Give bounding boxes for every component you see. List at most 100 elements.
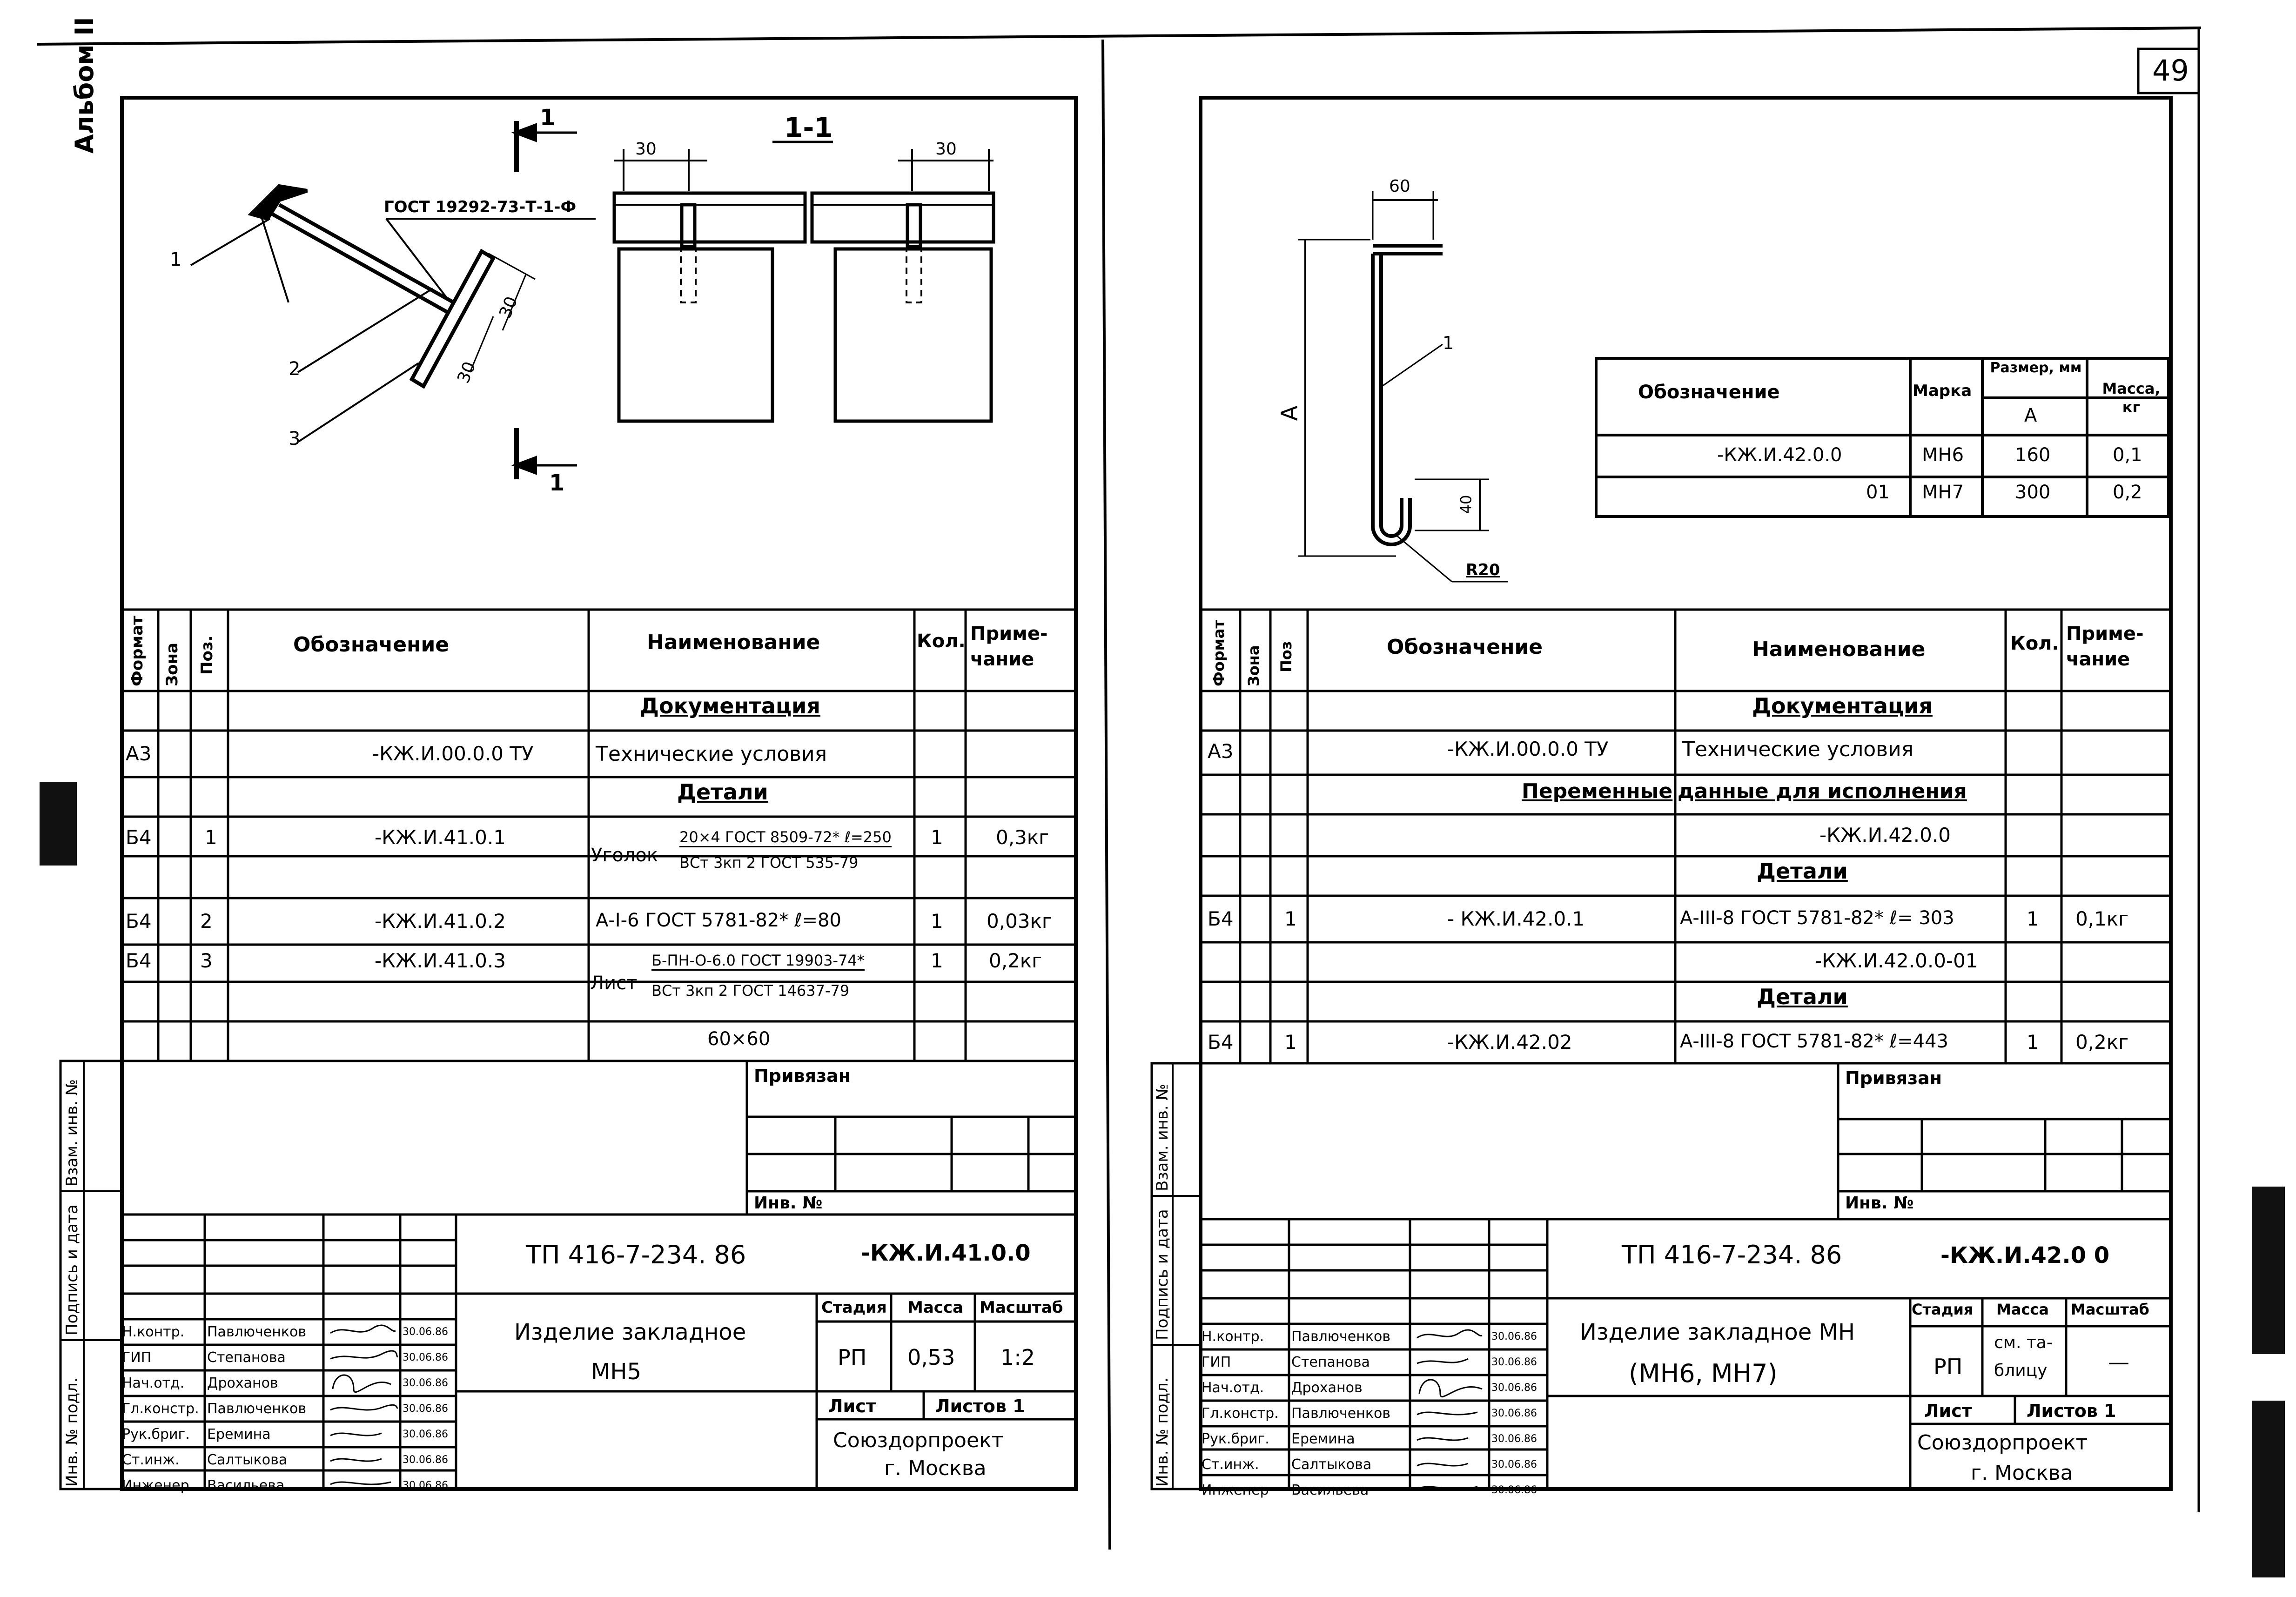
bound-label: Привязан [754, 1066, 851, 1086]
left-stamp-grid [122, 1061, 1076, 1489]
side-stamp-signature: Подпись и дата [63, 1204, 81, 1335]
scan-artifact [2252, 1401, 2285, 1577]
sign-date: 30.06.86 [1491, 1331, 1537, 1342]
role: Н.контр. [122, 1324, 185, 1340]
var-row1-mark: МН6 [1922, 444, 1964, 466]
hdr-designation: Обозначение [293, 633, 450, 657]
r-bound-label: Привязан [1845, 1068, 1942, 1088]
role: ГИП [122, 1349, 152, 1366]
r-row5-designation: -КЖ.И.42.02 [1447, 1031, 1572, 1053]
sign-date: 30.06.86 [1491, 1484, 1537, 1496]
r-mass-line1: см. та- [1994, 1333, 2053, 1352]
var-row1-mass: 0,1 [2113, 444, 2142, 466]
page-number-box [2137, 47, 2200, 94]
hdr-zone: Зона [163, 643, 181, 686]
role: Нач.отд. [1202, 1380, 1264, 1396]
role: Рук.бриг. [122, 1426, 190, 1443]
left-signatures [330, 1324, 399, 1485]
row4-name-top: Б-ПН-О-6.0 ГОСТ 19903-74* [651, 952, 865, 971]
right-dates: 30.06.86 30.06.86 30.06.86 30.06.86 30.0… [1491, 1324, 1547, 1503]
right-stamp-grid [1201, 1063, 2171, 1489]
right-sheet-frame [1199, 96, 2173, 1491]
right-part-drawing [1298, 191, 1508, 583]
page-number: 49 [2152, 54, 2189, 87]
left-side-stamp [59, 1060, 123, 1490]
r-mass-label: Масса [1996, 1301, 2049, 1318]
row3-name: А-I-6 ГОСТ 5781-82* ℓ=80 [596, 910, 841, 931]
row3-qty: 1 [931, 910, 943, 933]
sign-date: 30.06.86 [403, 1429, 448, 1440]
role: Инженер [122, 1477, 189, 1494]
signature [332, 1374, 391, 1393]
var-row2-mark: МН7 [1922, 482, 1964, 503]
sign-date: 30.06.86 [403, 1326, 448, 1338]
stage-value: РП [838, 1345, 867, 1370]
r-ref-2: -КЖ.И.42.0.0-01 [1815, 949, 1978, 972]
sign-date: 30.06.86 [1491, 1382, 1537, 1394]
row4-pos: 3 [200, 949, 213, 972]
org-city: г. Москва [884, 1456, 987, 1480]
top-border [37, 27, 2202, 46]
role: Гл.констр. [1202, 1405, 1279, 1422]
center-fold-line [1101, 39, 1111, 1550]
sign-date: 30.06.86 [1491, 1459, 1537, 1470]
r-hdr-format: Формат [1210, 620, 1228, 686]
title-line1: Изделие закладное [514, 1319, 746, 1345]
person-name: Еремина [207, 1426, 271, 1443]
row2-designation: -КЖ.И.41.0.1 [375, 826, 506, 849]
r-row5-format: Б4 [1208, 1031, 1234, 1053]
person-name: Дроханов [207, 1375, 278, 1391]
r-hdr-name: Наименование [1752, 637, 1926, 661]
r-scale-label: Масштаб [2071, 1301, 2149, 1318]
person-name: Васильева [207, 1477, 285, 1494]
hdr-pos: Поз. [198, 635, 216, 675]
role: Нач.отд. [122, 1375, 185, 1391]
sign-date: 30.06.86 [403, 1352, 448, 1363]
r-inv-no-label: Инв. № [1845, 1194, 1914, 1213]
scan-artifact [40, 782, 77, 866]
person-name: Степанова [207, 1349, 286, 1366]
left-section-view [612, 141, 995, 423]
person-name: Васильева [1291, 1482, 1369, 1498]
section-mark-bottom: 1 [549, 470, 565, 496]
r-row1-format: А3 [1208, 740, 1234, 763]
row4-name-bottom: ВСт 3кп 2 ГОСТ 14637-79 [651, 982, 850, 1000]
var-hdr-size: Размер, мм [1990, 360, 2082, 376]
mass-value: 0,53 [907, 1345, 955, 1370]
drawing-code: -КЖ.И.41.0.0 [861, 1240, 1031, 1266]
role: Рук.бриг. [1202, 1431, 1269, 1447]
hdr-name: Наименование [647, 631, 820, 654]
section-docs: Документация [640, 693, 820, 718]
left-part-drawing [190, 121, 596, 479]
row4-format: Б4 [126, 949, 152, 972]
sign-date: 30.06.86 [403, 1377, 448, 1389]
r-scale-value: — [2108, 1349, 2129, 1375]
scale-label: Масштаб [980, 1298, 1063, 1317]
person-name: Салтыкова [207, 1452, 288, 1468]
r-row3-designation: - КЖ.И.42.0.1 [1447, 907, 1585, 930]
r-title-line2: (МН6, МН7) [1629, 1359, 1778, 1388]
album-label: Альбом II [70, 17, 99, 154]
right-roles: Н.контр. ГИП Нач.отд. Гл.констр. Рук.бри… [1202, 1324, 1289, 1503]
side-stamp-inv-right: Инв. № подл. [1153, 1377, 1172, 1487]
r-drawing-code: -КЖ.И.42.0 0 [1940, 1242, 2110, 1268]
project-number: ТП 416-7-234. 86 [526, 1240, 746, 1269]
org-name: Союздорпроект [833, 1429, 1004, 1452]
r-hdr-note: Приме-чание [2066, 623, 2144, 670]
dim-60: 60 [1389, 177, 1410, 196]
row2-name-bottom: ВСт 3кп 2 ГОСТ 535-79 [679, 854, 859, 872]
row2-name-top: 20×4 ГОСТ 8509-72* ℓ=250 [679, 828, 892, 847]
var-row2-designation: 01 [1866, 482, 1890, 503]
row4-qty: 1 [931, 949, 943, 972]
row2-qty: 1 [931, 826, 943, 849]
sign-date: 30.06.86 [403, 1454, 448, 1466]
r-row5-name: А-III-8 ГОСТ 5781-82* ℓ=443 [1680, 1031, 1948, 1052]
dim-30-b: 30 [935, 140, 957, 159]
person-name: Павлюченков [207, 1324, 307, 1340]
sign-date: 30.06.86 [403, 1403, 448, 1415]
r-ref-1: -КЖ.И.42.0.0 [1819, 824, 1951, 846]
left-names: Павлюченков Степанова Дроханов Павлюченк… [207, 1319, 323, 1498]
right-position-1: 1 [1443, 333, 1454, 353]
title-line2: МН5 [591, 1359, 642, 1385]
